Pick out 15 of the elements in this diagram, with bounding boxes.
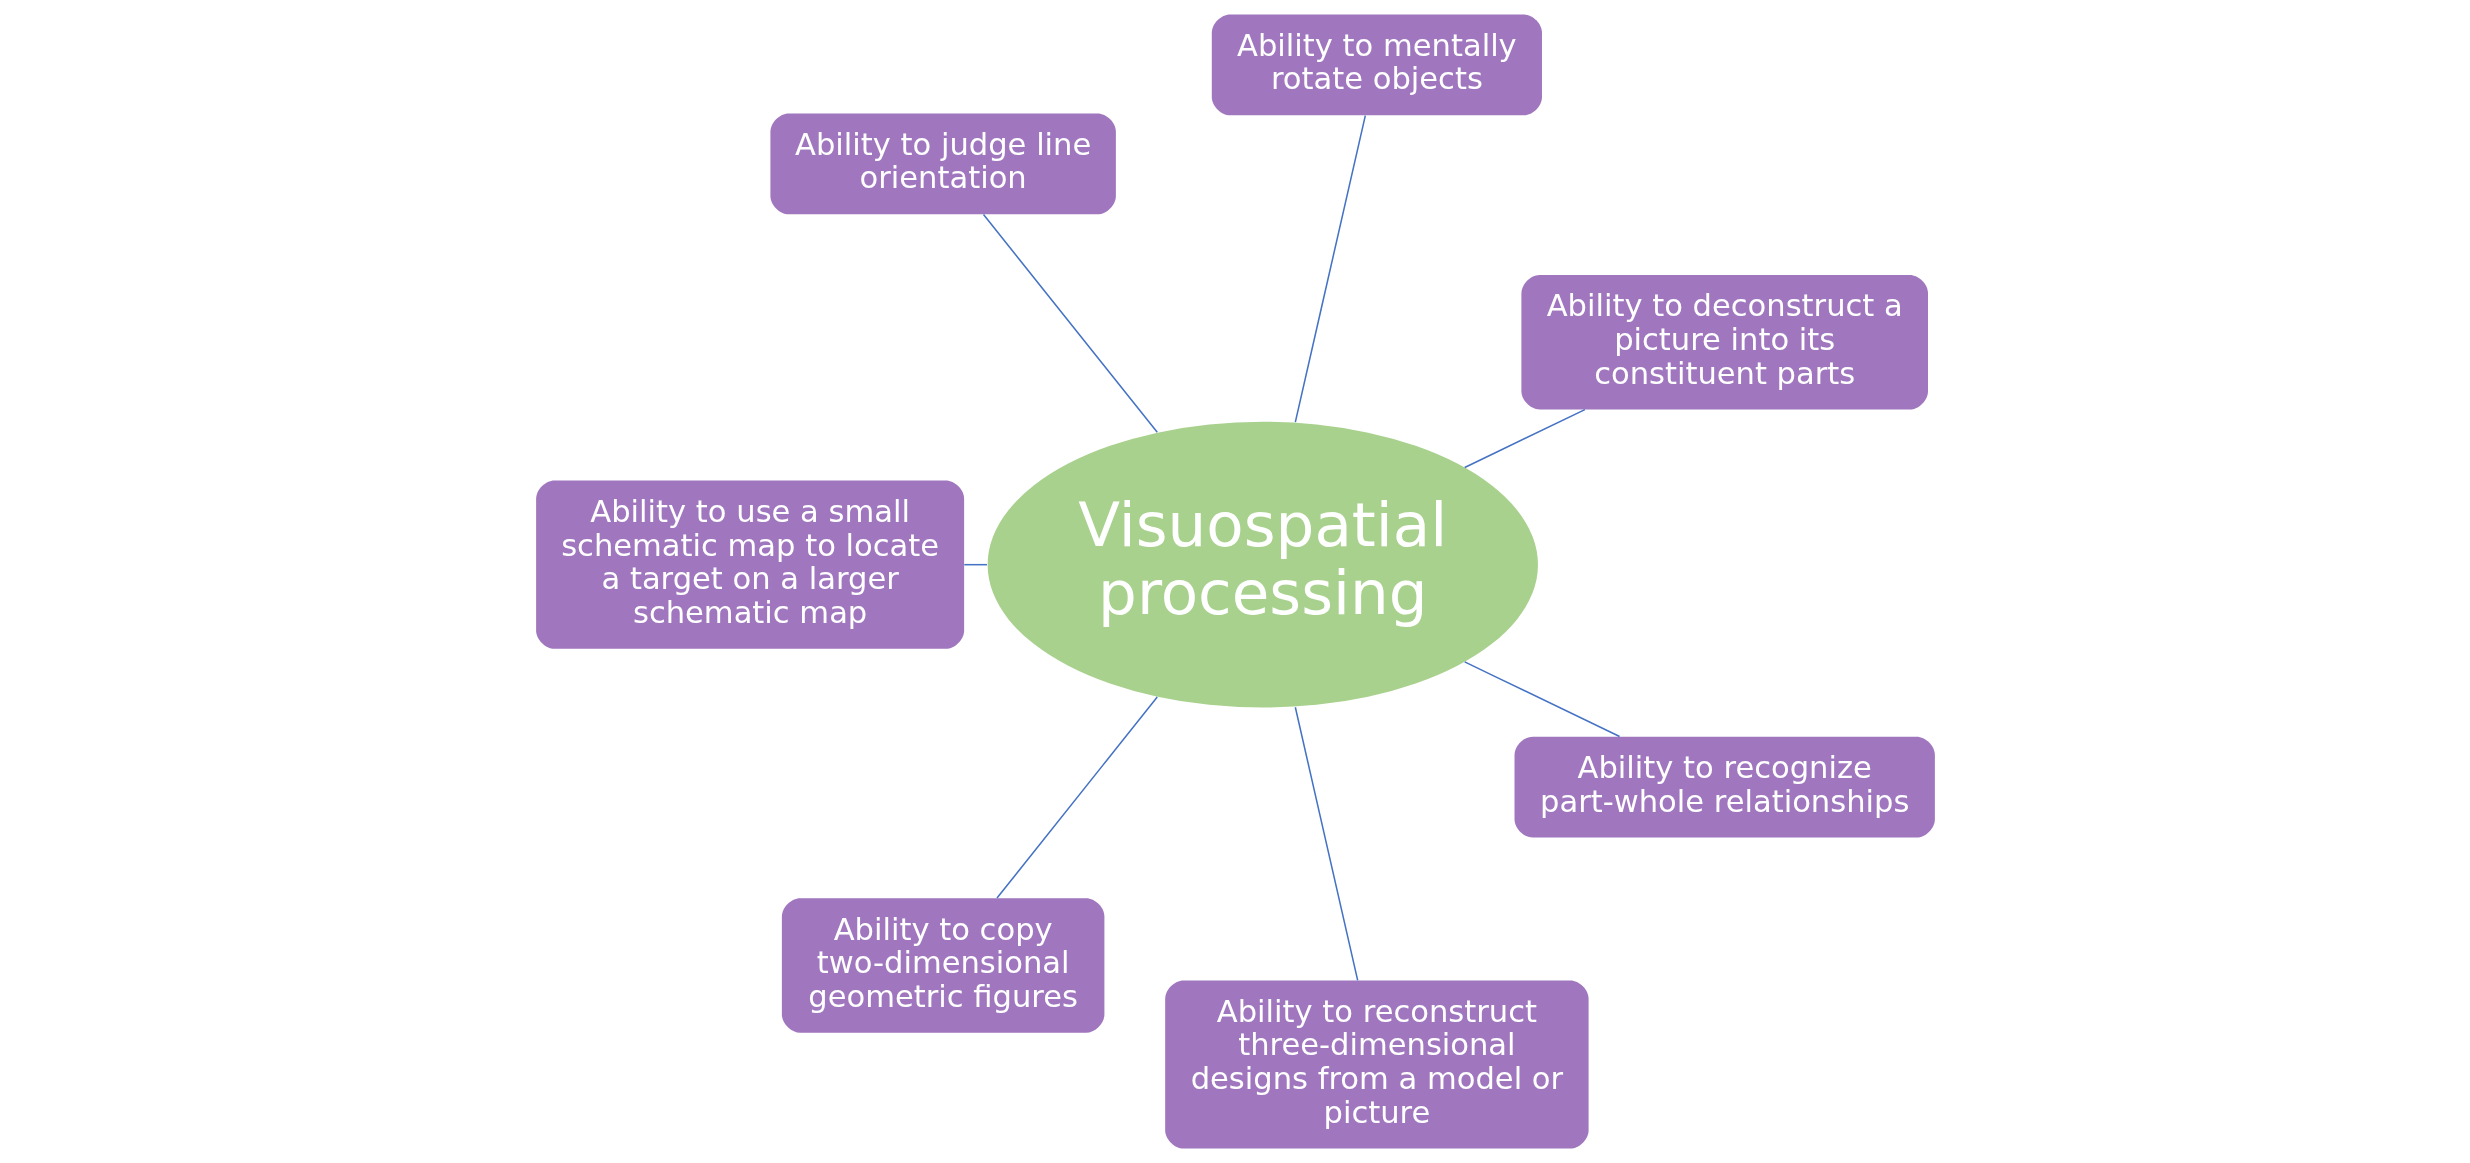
node-box: Ability to reconstruct three-dimensional designs from a model or picture <box>1164 980 1589 1149</box>
connector <box>963 563 988 566</box>
connector <box>982 213 1158 434</box>
connector <box>1294 114 1366 423</box>
node-box: Ability to mentally rotate objects <box>1211 14 1542 116</box>
node-box: Ability to recognize part-whole relationships <box>1514 736 1935 838</box>
connector <box>1294 706 1358 982</box>
node-box: Ability to use a small schematic map to locate a target on a larger schematic map <box>535 480 964 649</box>
node-box: Ability to copy two-dimensional geometric figures <box>781 898 1104 1033</box>
node-box: Ability to judge line orientation <box>769 113 1116 215</box>
connector <box>995 696 1158 899</box>
node-ellipse: Visuospatial processing <box>987 421 1538 708</box>
connector <box>1463 408 1586 469</box>
connector <box>1463 661 1620 738</box>
node-box: Ability to deconstruct a picture into its constituent parts <box>1520 275 1928 410</box>
